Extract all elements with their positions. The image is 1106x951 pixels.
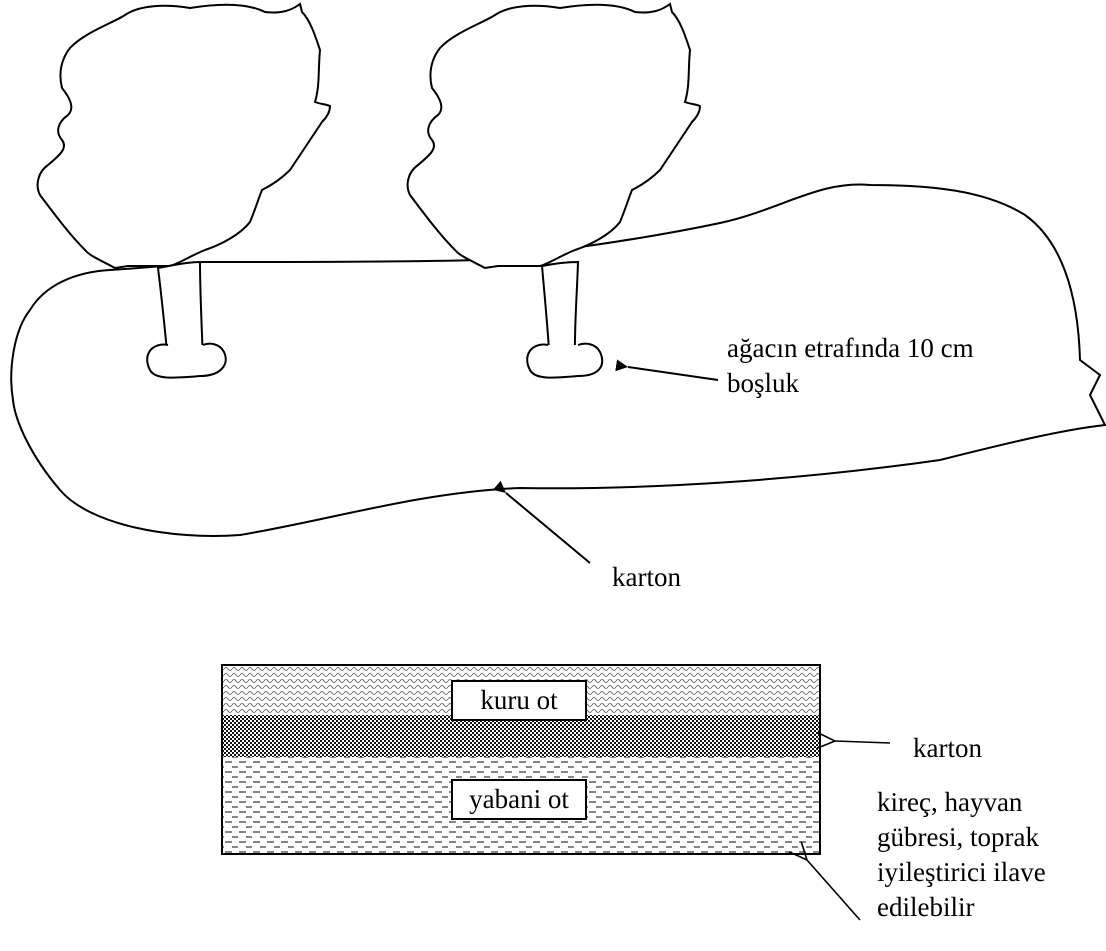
gap-arrow <box>615 359 719 381</box>
additives-label-line2: gübresi, toprak <box>877 822 1039 852</box>
tree-right-base <box>526 342 604 379</box>
additives-label-line1: kireç, hayvan <box>877 787 1023 817</box>
tree-left-trunk <box>156 260 205 363</box>
tree-right-trunk <box>540 260 580 366</box>
cardboard-arrow <box>492 480 591 564</box>
tree-left-base <box>146 342 227 379</box>
tree-right <box>406 2 702 379</box>
cardboard-outline <box>10 183 1106 537</box>
additives-arrow <box>788 840 861 921</box>
tree-right-canopy <box>406 2 702 270</box>
additives-label-line4: edilebilir <box>877 892 975 922</box>
cardboard-layer-label: karton <box>913 733 982 763</box>
additives-label-line3: iyileştirici ilave <box>877 857 1046 887</box>
dry-grass-label: kuru ot <box>451 680 587 721</box>
gap-label-line2: boşluk <box>727 368 800 398</box>
tree-left <box>36 2 332 379</box>
gap-label-line1: ağacın etrafında 10 cm <box>727 333 974 363</box>
weeds-label: yabani ot <box>451 779 587 820</box>
layer-stack-border <box>221 664 821 855</box>
layer-cardboard <box>222 715 820 757</box>
tree-left-canopy <box>36 2 332 270</box>
cardboard-label: karton <box>612 562 681 592</box>
cardboard-layer-arrow <box>816 731 891 750</box>
